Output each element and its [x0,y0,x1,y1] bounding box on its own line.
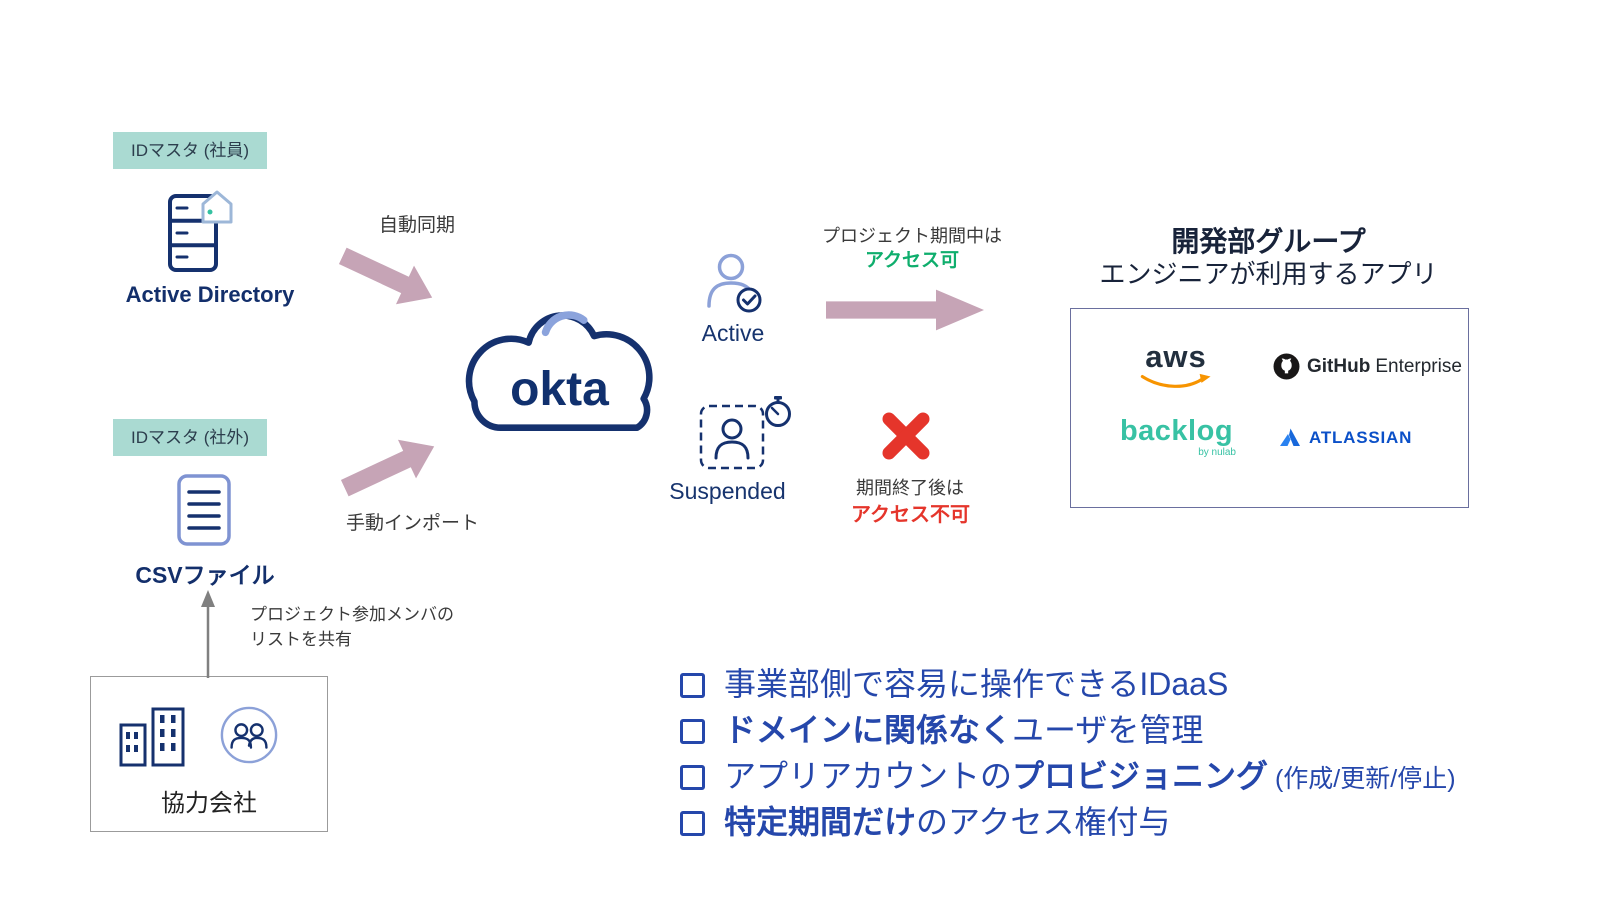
bullet-text-bold: 特定期間だけ [724,804,917,840]
list-item: アプリアカウントのプロビジョニング (作成/更新/停止) [680,756,1456,799]
bullet-text-bold: プロビジョニング [1012,758,1269,794]
bullet-text: のアクセス権付与 [916,804,1171,840]
active-state-label: Active [701,320,765,346]
cloud-icon [465,311,653,431]
manual-import-arrow [340,439,435,497]
bullet-text: 事業部側で容易に操作できるIDaaS [724,666,1229,702]
atlassian-logo: ATLASSIAN [1279,427,1412,449]
checkbox-bullet-icon [680,673,705,698]
id-master-employee-label: IDマスタ (社員) [113,132,268,169]
id-master-external-label: IDマスタ (社外) [113,419,268,456]
aws-logo-text: aws [1145,339,1207,374]
aws-logo: aws [1131,341,1221,392]
active-directory-server-icon [168,190,233,272]
github-logo-text: GitHub [1307,355,1371,377]
okta-cloud: okta [452,290,667,442]
apps-box-subtitle: エンジニアが利用するアプリ [1099,259,1438,289]
github-enterprise-text: Enterprise [1375,355,1462,377]
list-item: 事業部側で容易に操作できるIDaaS [680,664,1456,707]
during-project-label: プロジェクト期間中は [822,226,1002,246]
share-list-note-line1: プロジェクト参加メンバの [250,605,454,624]
okta-arc-icon [541,311,588,337]
okta-wordmark: okta [510,363,609,416]
list-item: 特定期間だけのアクセス権付与 [680,802,1456,845]
buildings-icon [119,707,185,767]
auto-sync-label: 自動同期 [378,215,455,236]
access-arrow [826,289,984,331]
active-user-icon [707,253,762,313]
bullet-text: ユーザを管理 [1012,712,1204,748]
share-list-arrow [201,590,215,678]
partner-company-box: 協力会社 [90,676,328,832]
backlog-bynulab-text: by nulab [1198,447,1236,458]
bullet-text-note: (作成/更新/停止) [1268,765,1456,793]
share-list-note: プロジェクト参加メンバの リストを共有 [250,602,454,652]
access-denied-label: アクセス不可 [851,504,970,526]
suspended-user-icon [699,396,791,470]
bullet-text: アプリアカウントの [724,758,1013,794]
apps-box-title: 開発部グループ [1171,226,1366,257]
active-directory-title: Active Directory [125,282,295,307]
list-item: ドメインに関係なくユーザを管理 [680,710,1456,753]
stopwatch-icon [765,396,791,427]
checkbox-bullet-icon [680,811,705,836]
after-period-label: 期間終了後は [856,478,964,498]
github-octocat-icon [1273,353,1300,380]
bullet-text-bold: ドメインに関係なく [724,712,1013,748]
share-list-note-line2: リストを共有 [250,630,352,649]
atlassian-mark-icon [1280,428,1300,446]
backlog-logo: backlog by nulab [1109,415,1244,459]
partner-company-label: 協力会社 [161,790,257,817]
auto-sync-arrow [338,247,433,305]
house-icon [201,190,233,224]
csv-file-title: CSVファイル [135,562,275,588]
atlassian-logo-text: ATLASSIAN [1309,428,1413,447]
aws-smile-icon [1140,373,1211,388]
csv-file-icon [177,474,231,546]
manual-import-label: 手動インポート [345,513,479,534]
key-points-list: 事業部側で容易に操作できるIDaaS ドメインに関係なくユーザを管理 アプリアカ… [680,664,1456,845]
checkbox-bullet-icon [680,765,705,790]
partner-people-icon [220,706,278,764]
backlog-logo-text: backlog [1119,415,1234,447]
denied-x-icon [882,412,930,460]
suspended-state-label: Suspended [669,478,786,504]
checkbox-bullet-icon [680,719,705,744]
access-ok-label: アクセス可 [864,250,960,271]
